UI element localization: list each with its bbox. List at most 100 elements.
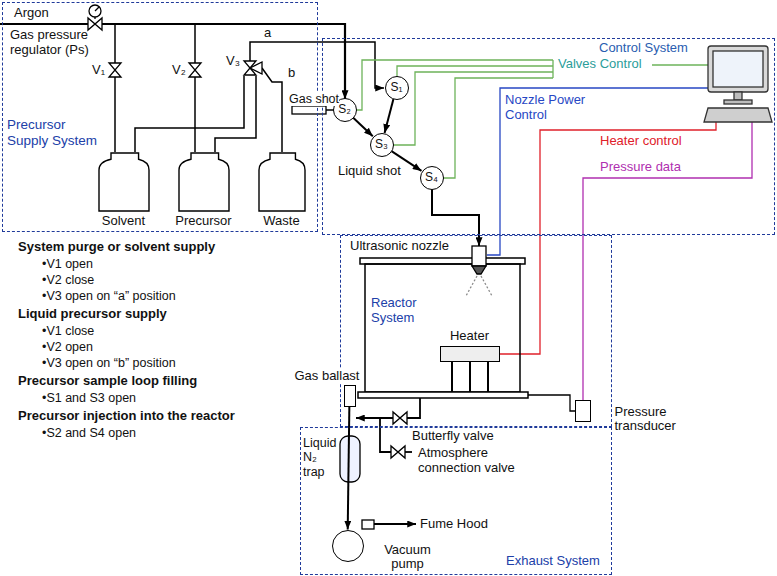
- part-label: •V2 close: [42, 273, 94, 287]
- bottle: Precursor: [178, 152, 230, 212]
- vacuum-pump: Vacuum pump: [332, 530, 364, 562]
- part-label: Atmosphere connection valve: [418, 446, 530, 476]
- region-title: Precursor Supply System: [7, 117, 107, 148]
- pressure-gauge: [95, 7, 99, 11]
- node-label: S₄: [421, 167, 443, 189]
- computer: [713, 51, 763, 87]
- s4-to-nozzle-line: [432, 189, 479, 246]
- liquid-nitrogen-trap: [340, 436, 360, 482]
- computer: [708, 46, 768, 92]
- heater-control-wire: [500, 122, 716, 354]
- part-label: Butterfly valve: [412, 429, 494, 444]
- solenoid-valve: S₁: [385, 76, 409, 100]
- pump-outlet: [362, 520, 416, 529]
- pressure-data-wire: [583, 122, 752, 400]
- heater-control-wire: [500, 122, 716, 354]
- computer: [734, 92, 742, 100]
- part-label: Liquid N₂ trap: [303, 436, 341, 479]
- part-label: Argon: [14, 6, 49, 21]
- node-label: Solvent: [102, 214, 145, 229]
- part-label: •V2 open: [42, 340, 93, 354]
- solenoid-valve: S₄: [420, 166, 444, 190]
- system-region: Control SystemS₂S₁S₃S₄: [322, 38, 775, 235]
- liquid-nitrogen-trap: [340, 436, 360, 482]
- pump-outlet: [374, 523, 416, 525]
- reactor-chamber: [358, 392, 528, 398]
- transducer-line: [528, 395, 575, 411]
- exhaust-pipe: [380, 418, 391, 452]
- part-label: a: [264, 26, 271, 41]
- bottle-outline: [99, 153, 149, 211]
- supply-pipe: [262, 68, 282, 152]
- computer: [704, 108, 772, 122]
- part-label: Valves Control: [558, 57, 642, 72]
- part-label: •S2 and S4 open: [42, 426, 136, 440]
- valve-symbol: [189, 63, 201, 77]
- pressure-gauge: [94, 17, 95, 19]
- valve-control-wire: [356, 60, 708, 178]
- procedure-heading: System purge or solvent supply: [18, 240, 215, 255]
- supply-pipe: [194, 24, 196, 152]
- part-label: V₃: [226, 54, 240, 69]
- heater-legs: [452, 362, 488, 392]
- pressure-data-wire: [583, 122, 752, 400]
- valve-control-wire: [652, 64, 708, 65]
- node-label: Precursor: [175, 214, 231, 229]
- exhaust-valve: [391, 412, 407, 458]
- procedure-heading: Precursor sample loop filling: [18, 374, 197, 389]
- part-label: V₂: [172, 63, 186, 78]
- ultrasonic-nozzle: [472, 246, 486, 266]
- supply-pipe: [115, 24, 384, 152]
- gas-shot-tube: [292, 106, 326, 114]
- heater-legs: [469, 362, 471, 392]
- procedure-heading: Precursor injection into the reactor: [18, 409, 235, 424]
- bottle-outline: [259, 153, 305, 211]
- part-label: •V3 open on “b” position: [42, 356, 176, 370]
- part-label: Gas shot: [289, 92, 339, 106]
- supply-pipe: [135, 76, 244, 152]
- part-label: b: [288, 66, 295, 81]
- flow-line: [353, 118, 373, 137]
- part-label: V₁: [92, 63, 105, 78]
- valve-symbol: [109, 63, 121, 77]
- part-label: Nozzle Power Control: [505, 93, 597, 123]
- part-label: Heater control: [600, 134, 682, 149]
- bottle-outline: [178, 152, 230, 212]
- pressure-gauge: [88, 5, 102, 30]
- pressure-gauge: [88, 18, 102, 30]
- valve-symbol: [250, 62, 262, 74]
- exhaust-pipe: [356, 398, 420, 452]
- ultrasonic-nozzle: [472, 266, 486, 274]
- solenoid-valve: S₃: [370, 133, 394, 157]
- heater-legs: [487, 362, 489, 392]
- part-label: Gas pressure regulator (Ps): [10, 28, 90, 58]
- heater-block: Heater: [440, 346, 500, 362]
- exhaust-pipe: [405, 451, 412, 453]
- edge-label: Liquid shot: [338, 164, 401, 179]
- part-label: Pressure data: [600, 160, 681, 175]
- node-label: Heater: [450, 329, 489, 344]
- node-label: Waste: [263, 214, 299, 229]
- reactor-chamber: [360, 258, 525, 264]
- system-region: Reactor SystemHeaterPressure transducerG…: [340, 235, 612, 427]
- flow-line: [348, 407, 350, 530]
- bottle: Solvent: [98, 152, 150, 212]
- nozzle-power-wire: [487, 88, 708, 255]
- part-label: •V3 open on “a” position: [42, 289, 176, 303]
- heater-legs: [451, 362, 453, 392]
- gas-ballast: Gas ballast: [344, 385, 356, 407]
- exhaust-valve: [391, 446, 405, 458]
- part-label: Ultrasonic nozzle: [350, 239, 449, 254]
- gas-shot-tube: [292, 106, 326, 114]
- exhaust-valve: [393, 412, 407, 424]
- procedure-heading: Liquid precursor supply: [18, 307, 167, 322]
- ultrasonic-nozzle: [466, 276, 492, 296]
- argon-line: [0, 24, 345, 99]
- node-label: Vacuum pump: [377, 543, 439, 573]
- bottle-outline: [98, 152, 150, 212]
- supply-pipe: [215, 76, 256, 152]
- part-label: •V1 close: [42, 324, 94, 338]
- bottle-outline: [258, 152, 306, 212]
- argon-line: [0, 24, 345, 99]
- region-title: Control System: [599, 41, 688, 56]
